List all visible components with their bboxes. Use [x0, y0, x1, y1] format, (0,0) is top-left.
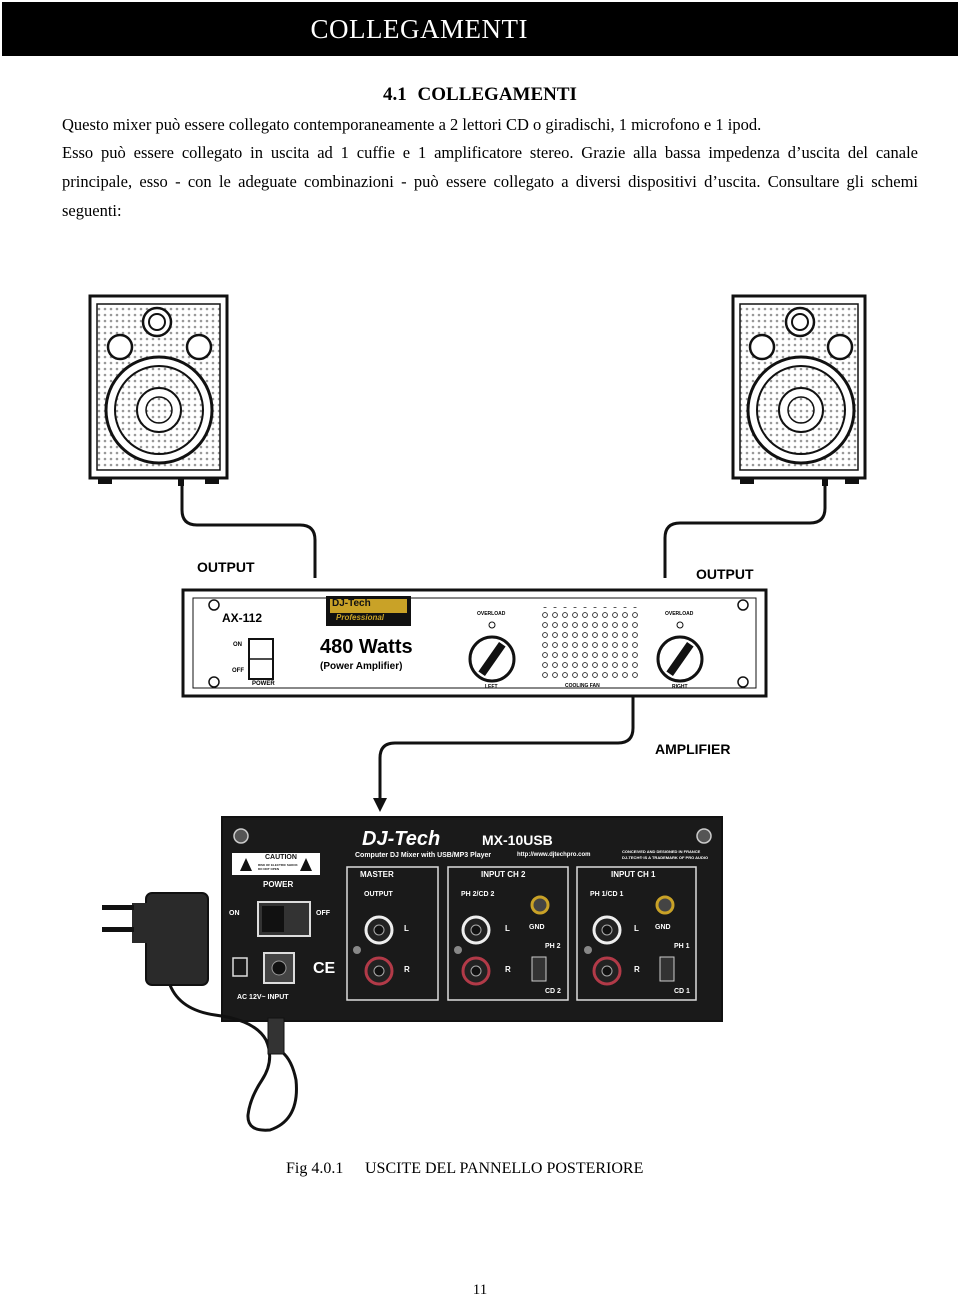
section-heading: COLLEGAMENTI	[417, 84, 577, 105]
mixer-r-ch2: R	[505, 965, 511, 974]
figure-caption-text: USCITE DEL PANNELLO POSTERIORE	[365, 1160, 644, 1177]
amp-mixer-cable	[373, 697, 635, 812]
paragraph-1: Questo mixer può essere collegato contem…	[62, 115, 762, 134]
mixer-power: POWER	[263, 880, 294, 889]
output-label-right: OUTPUT	[696, 566, 754, 582]
right-speaker	[731, 294, 867, 486]
mixer-cd1: CD 1	[674, 988, 690, 995]
page-number: 11	[472, 1282, 488, 1298]
speaker-cables	[180, 486, 827, 578]
mixer-l-master: L	[404, 924, 409, 933]
amp-subtitle: (Power Amplifier)	[320, 661, 403, 672]
amp-left: LEFT	[485, 684, 498, 690]
mixer-ph2: PH 2	[545, 943, 561, 950]
mixer-brand: DJ-Tech	[362, 828, 441, 850]
amplifier-label: AMPLIFIER	[655, 741, 731, 757]
amp-right: RIGHT	[672, 684, 688, 690]
mixer-caution: CAUTION	[265, 854, 297, 861]
mixer-l-ch1: L	[634, 924, 639, 933]
section-number: 4.1	[383, 84, 407, 105]
amp-model: AX-112	[222, 611, 263, 625]
amp-overload-right: OVERLOAD	[665, 611, 694, 617]
page-header-title: COLLEGAMENTI	[310, 14, 528, 44]
mixer-ce: CE	[313, 960, 336, 977]
paragraph-2: Esso può essere collegato in uscita ad 1…	[62, 143, 918, 220]
mixer-output: OUTPUT	[364, 891, 393, 898]
header-bar: COLLEGAMENTI	[2, 2, 958, 56]
mixer-gnd-ch1: GND	[655, 924, 671, 931]
mixer-ph1: PH 1	[674, 943, 690, 950]
left-speaker	[88, 294, 229, 486]
amp-on: ON	[233, 642, 242, 648]
amplifier-panel	[181, 588, 768, 698]
amp-off: OFF	[232, 668, 244, 674]
amp-brand: DJ-Tech	[332, 598, 371, 609]
mixer-gnd-ch2: GND	[529, 924, 545, 931]
amp-overload-left: OVERLOAD	[477, 611, 506, 617]
mixer-on: ON	[229, 910, 240, 917]
mixer-l-ch2: L	[505, 924, 510, 933]
section-title: 4.1 COLLEGAMENTI	[0, 84, 960, 106]
mixer-url: http://www.djtechpro.com	[517, 852, 591, 858]
mixer-designed: CONCEIVED AND DESIGNED IN FRANCE	[622, 849, 701, 854]
amp-cooling-fan: COOLING FAN	[565, 683, 600, 689]
mixer-master: MASTER	[360, 870, 394, 879]
mixer-trademark: DJ-TECH® IS A TRADEMARK OF PRO AUDIO	[622, 855, 709, 860]
mixer-caution-sub: RISK OF ELECTRIC SHOCK DO NOT OPEN	[258, 863, 298, 871]
output-label-left: OUTPUT	[197, 559, 255, 575]
amp-watts: 480 Watts	[320, 636, 413, 658]
mixer-ph2cd2: PH 2/CD 2	[461, 891, 495, 898]
mixer-r-master: R	[404, 965, 410, 974]
amp-power: POWER	[252, 681, 275, 687]
figure-caption-number: Fig 4.0.1	[286, 1160, 344, 1177]
mixer-r-ch1: R	[634, 965, 640, 974]
mixer-ac-input: AC 12V~ INPUT	[237, 994, 289, 1001]
mixer-panel	[221, 816, 723, 1022]
mixer-subtitle: Computer DJ Mixer with USB/MP3 Player	[355, 852, 492, 859]
mixer-model: MX-10USB	[482, 832, 553, 848]
mixer-input-ch1: INPUT CH 1	[611, 870, 656, 879]
mixer-input-ch2: INPUT CH 2	[481, 870, 526, 879]
mixer-off: OFF	[316, 910, 330, 917]
mixer-ph1cd1: PH 1/CD 1	[590, 891, 624, 898]
mixer-cd2: CD 2	[545, 988, 561, 995]
power-adapter	[102, 892, 298, 1132]
amp-brand-sub: Professional	[336, 613, 385, 622]
